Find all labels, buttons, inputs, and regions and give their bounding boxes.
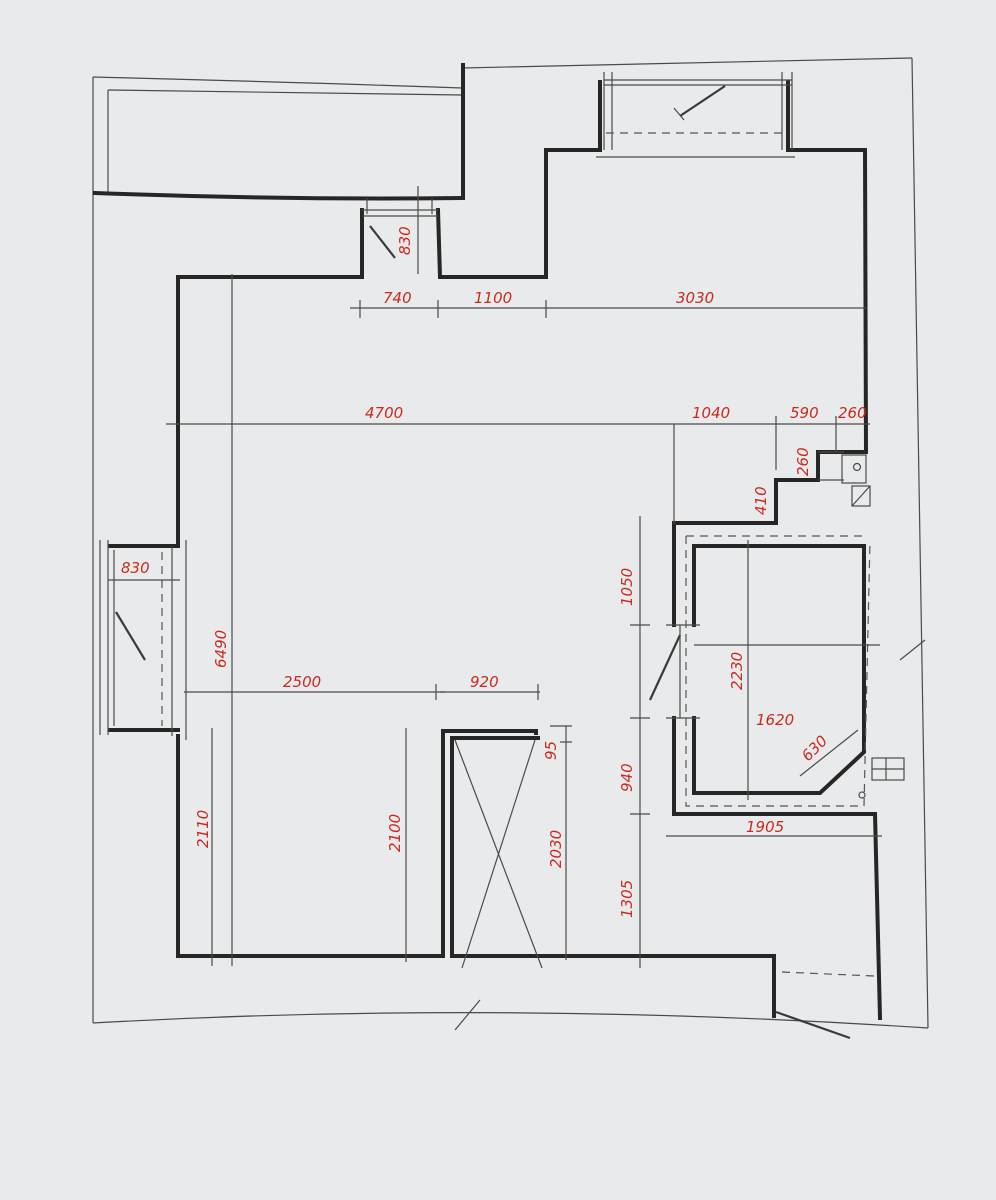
dim-room-depth: 6490 bbox=[212, 630, 230, 668]
dim-bath-depth: 2230 bbox=[728, 652, 746, 690]
dim-right-span-c: 260 bbox=[838, 404, 867, 422]
construction-lines bbox=[108, 274, 882, 968]
walls bbox=[92, 63, 883, 1021]
dim-door-offset: 95 bbox=[542, 741, 560, 760]
dim-door-width: 920 bbox=[470, 673, 499, 691]
stepped-wall bbox=[672, 450, 868, 627]
dim-bath-wall-lower: 940 bbox=[618, 763, 636, 792]
dim-niche-width: 740 bbox=[383, 289, 412, 307]
dim-left-span: 4700 bbox=[365, 404, 403, 422]
balcony-wall bbox=[92, 190, 466, 201]
dim-left-window-width: 830 bbox=[121, 559, 150, 577]
dim-lower-left-span: 2500 bbox=[283, 673, 321, 691]
bath-inner-wall bbox=[692, 544, 866, 795]
dim-bath-chamfer: 630 bbox=[798, 732, 831, 765]
south-wall bbox=[176, 729, 538, 958]
dim-bottom-right-segment: 1305 bbox=[618, 880, 636, 918]
dim-niche-window-height: 830 bbox=[396, 226, 414, 255]
dim-bath-wall-upper: 1050 bbox=[618, 568, 636, 606]
outer-reference-lines bbox=[92, 57, 929, 1031]
dim-top-right-segment: 3030 bbox=[676, 289, 714, 307]
dim-door-height: 2100 bbox=[386, 814, 404, 852]
dim-top-wall-segment: 1100 bbox=[474, 289, 512, 307]
dim-bath-width: 1620 bbox=[756, 711, 794, 729]
dim-lower-left-wall: 2110 bbox=[194, 810, 212, 848]
dim-right-span-b: 590 bbox=[790, 404, 819, 422]
dim-door-clear-height: 2030 bbox=[547, 830, 565, 868]
main-north-wall bbox=[176, 208, 364, 548]
dim-step-height: 260 bbox=[794, 447, 812, 476]
fixtures bbox=[841, 454, 905, 799]
openings bbox=[99, 72, 875, 1040]
dim-step-depth: 410 bbox=[752, 486, 770, 515]
dim-right-span-a: 1040 bbox=[692, 404, 730, 422]
dim-bath-outer-width: 1905 bbox=[746, 818, 784, 836]
